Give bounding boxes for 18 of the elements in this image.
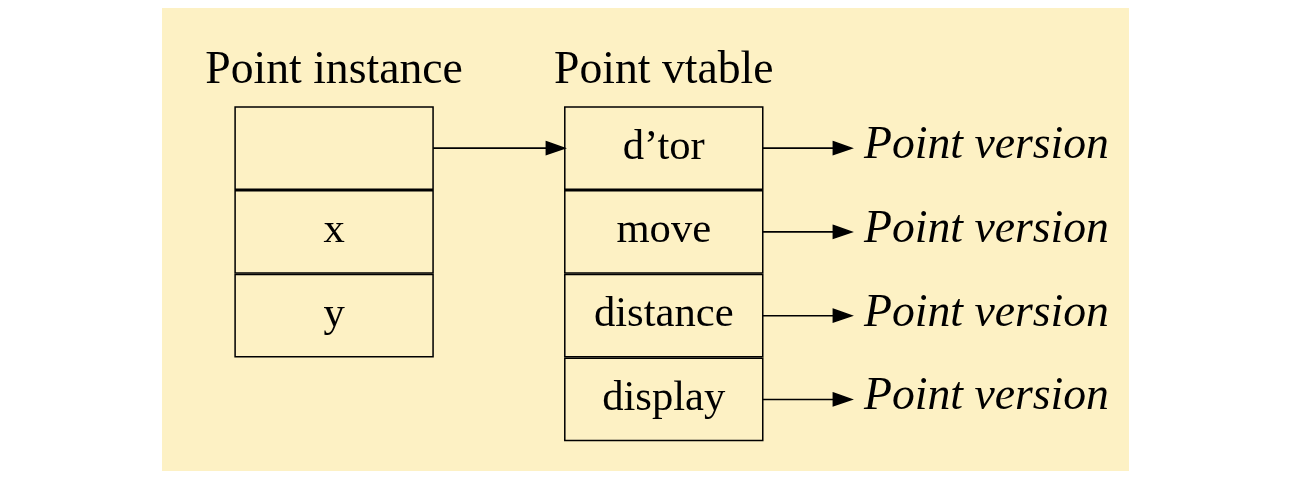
arrow: [762, 224, 854, 240]
node-box: move: [564, 190, 764, 274]
node-box: distance: [564, 273, 764, 358]
label: Point vtable: [554, 42, 774, 94]
node-text: Point version: [864, 284, 1109, 336]
node-box: x: [234, 190, 434, 274]
node-text: Point version: [864, 200, 1109, 252]
label: Point instance: [205, 42, 463, 94]
node-text: Point version: [864, 117, 1109, 169]
node-text: Point version: [864, 368, 1109, 420]
node-box: [234, 106, 434, 190]
node-box: d’tor: [564, 106, 764, 190]
node-box: display: [564, 357, 764, 442]
arrow: [762, 308, 854, 324]
arrow: [432, 140, 567, 156]
arrow: [762, 391, 854, 407]
node-box: y: [234, 273, 434, 358]
arrow: [762, 140, 854, 156]
